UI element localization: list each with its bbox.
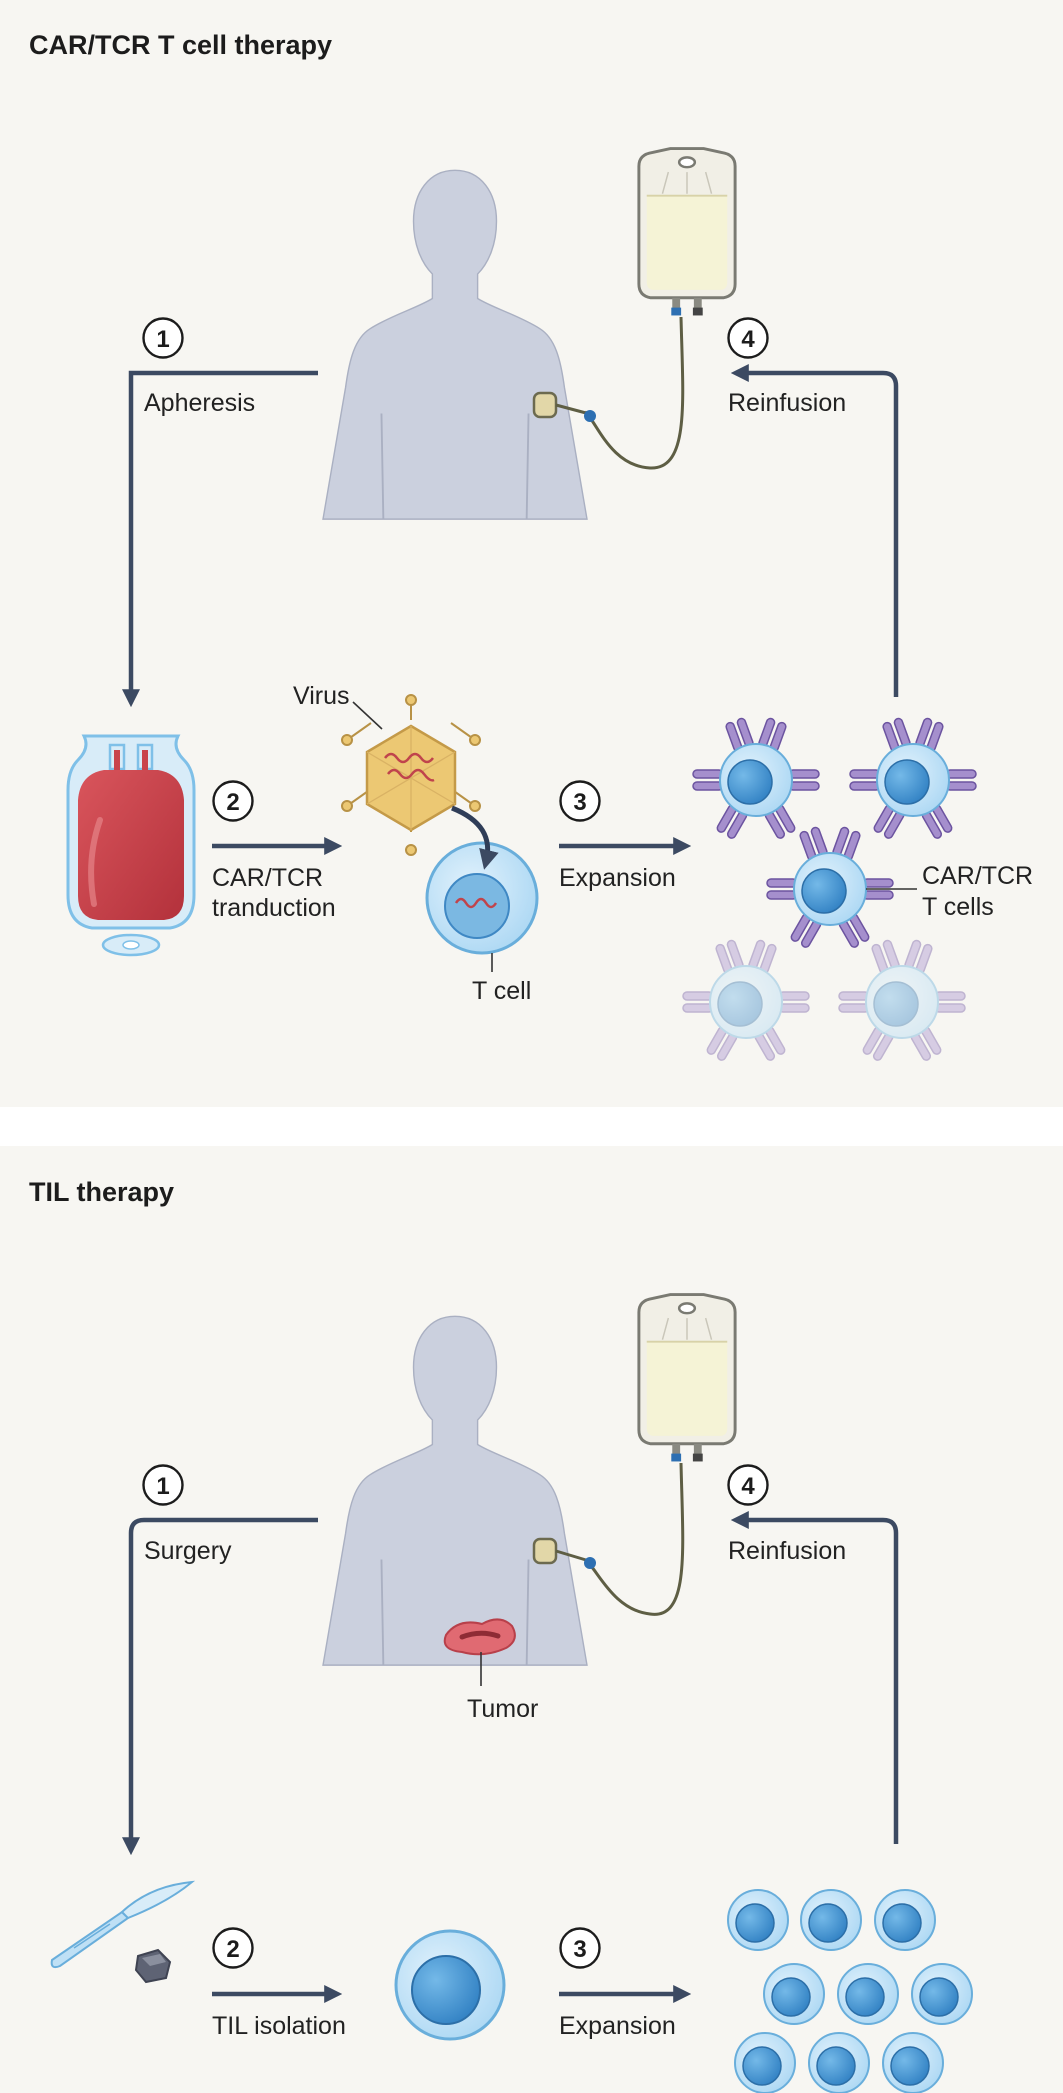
expansion-label-til: Expansion [559, 2012, 676, 2040]
car-t-cell [839, 939, 965, 1061]
car-t-cell [693, 717, 819, 839]
til-cell-small [882, 2032, 944, 2093]
transduction-label-line1: CAR/TCR [212, 864, 323, 892]
car-tcr-cells-label-line1: CAR/TCR [922, 862, 1033, 890]
til-cell [394, 1929, 506, 2041]
step2-badge-til: 2 [212, 1927, 254, 1969]
transduction-label-line2: tranduction [212, 894, 336, 922]
patient-body-til [322, 1315, 588, 1667]
iv-line-til [584, 1462, 685, 1616]
scalpel-icon [50, 1880, 196, 1969]
reinfusion-arrow [730, 364, 899, 697]
iv-cannula-til [532, 1537, 596, 1569]
svg-text:2: 2 [226, 789, 239, 816]
apheresis-arrow [122, 370, 318, 708]
svg-text:1: 1 [156, 326, 169, 353]
iv-line [583, 316, 685, 470]
til-cell-small [808, 2032, 870, 2093]
svg-text:3: 3 [573, 1936, 586, 1963]
svg-text:4: 4 [741, 1473, 755, 1500]
step2-badge: 2 [212, 780, 254, 822]
til-cell-small [763, 1963, 825, 2025]
surgery-arrow [122, 1517, 318, 1856]
iv-cannula [532, 391, 596, 422]
til-cell-small [800, 1889, 862, 1951]
tumor [443, 1618, 516, 1656]
tissue-sample [134, 1948, 172, 1984]
car-t-cell [683, 939, 809, 1061]
step3-badge-til: 3 [559, 1927, 601, 1969]
svg-text:1: 1 [156, 1473, 169, 1500]
virus-leader [352, 701, 383, 730]
expanded-til-cluster [727, 1889, 973, 2093]
car-t-cell [767, 826, 893, 948]
virus-label: Virus [293, 682, 350, 710]
iv-bag [637, 147, 737, 317]
apheresis-label: Apheresis [144, 389, 255, 417]
step4-badge-til: 4 [727, 1464, 769, 1506]
car-tcr-title: CAR/TCR T cell therapy [29, 30, 332, 60]
blood-bag [66, 734, 196, 957]
step4-badge: 4 [727, 317, 769, 359]
svg-text:2: 2 [226, 1936, 239, 1963]
til-cell-small [874, 1889, 936, 1951]
til-cell-small [911, 1963, 973, 2025]
virus-entry-arrow [451, 805, 499, 870]
til-cell-small [837, 1963, 899, 2025]
expansion-label: Expansion [559, 864, 676, 892]
til-isolation-label: TIL isolation [212, 2012, 346, 2040]
step1-badge-til: 1 [142, 1464, 184, 1506]
car-t-cell [850, 717, 976, 839]
reinfusion-label-til: Reinfusion [728, 1537, 846, 1565]
step3-badge: 3 [559, 780, 601, 822]
til-cell-small [734, 2032, 796, 2093]
tumor-label: Tumor [467, 1695, 538, 1723]
patient-body [322, 169, 588, 521]
til-cell-small [727, 1889, 789, 1951]
step1-badge: 1 [142, 317, 184, 359]
t-cell-label: T cell [472, 977, 531, 1005]
til-title: TIL therapy [29, 1177, 174, 1207]
svg-text:4: 4 [741, 326, 755, 353]
svg-text:3: 3 [573, 789, 586, 816]
car-tcr-cells-label-line2: T cells [922, 893, 994, 921]
virus [341, 694, 481, 856]
reinfusion-arrow-til [730, 1511, 899, 1844]
surgery-label: Surgery [144, 1537, 232, 1565]
transduced-t-cell [425, 841, 539, 955]
reinfusion-label: Reinfusion [728, 389, 846, 417]
iv-bag-til [637, 1293, 737, 1463]
